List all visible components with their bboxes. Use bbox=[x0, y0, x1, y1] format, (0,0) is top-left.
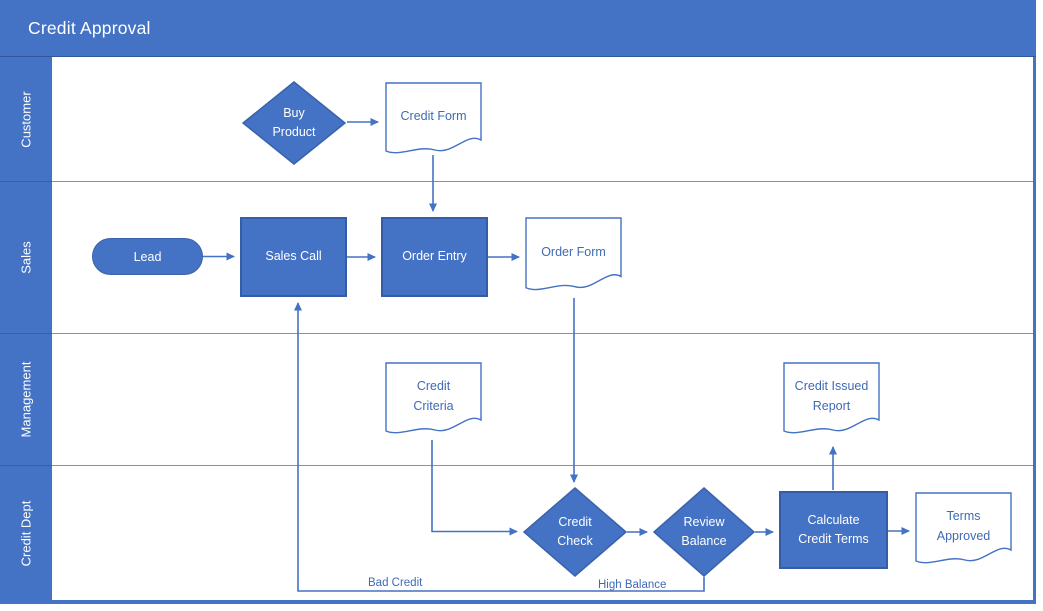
diagram-bottom-border bbox=[0, 600, 1036, 604]
document-shape bbox=[385, 82, 482, 154]
diagram-title: Credit Approval bbox=[28, 18, 151, 38]
node-label: Credit Criteria bbox=[413, 379, 454, 413]
decision-diamond-shape bbox=[242, 81, 346, 165]
node-label: Order Entry bbox=[402, 249, 467, 264]
node-calculate-credit-terms[interactable]: Calculate Credit Terms bbox=[779, 491, 888, 569]
node-label: Credit Form bbox=[400, 109, 467, 123]
node-credit-form[interactable]: Credit Form bbox=[385, 82, 482, 160]
title-divider bbox=[0, 56, 1036, 57]
lane-label-management: Management bbox=[18, 361, 34, 438]
node-buy-product[interactable]: Buy Product bbox=[242, 81, 346, 165]
lane-strip-divider-1 bbox=[0, 181, 52, 182]
node-label: Lead bbox=[133, 249, 162, 264]
node-label: Credit Check bbox=[557, 515, 593, 548]
node-label: Review Balance bbox=[681, 515, 727, 548]
node-order-entry[interactable]: Order Entry bbox=[381, 217, 488, 297]
lane-divider-sales-management bbox=[52, 333, 1033, 334]
node-sales-call[interactable]: Sales Call bbox=[240, 217, 347, 297]
node-credit-criteria[interactable]: Credit Criteria bbox=[385, 362, 482, 440]
node-credit-issued-report[interactable]: Credit Issued Report bbox=[783, 362, 880, 440]
lane-label-sales: Sales bbox=[18, 241, 34, 274]
node-terms-approved[interactable]: Terms Approved bbox=[915, 492, 1012, 570]
lane-strip-divider-3 bbox=[0, 465, 52, 466]
node-label: Sales Call bbox=[265, 249, 322, 264]
document-shape bbox=[525, 217, 622, 291]
node-lead[interactable]: Lead bbox=[92, 238, 203, 275]
diagram-right-border bbox=[1033, 57, 1036, 600]
node-review-balance[interactable]: Review Balance bbox=[653, 487, 755, 577]
lane-label-credit-dept: Credit Dept bbox=[18, 500, 34, 567]
document-shape bbox=[385, 362, 482, 434]
node-label: Calculate Credit Terms bbox=[798, 512, 869, 546]
decision-diamond-shape bbox=[653, 487, 755, 577]
document-shape bbox=[915, 492, 1012, 564]
lane-label-customer: Customer bbox=[18, 91, 34, 148]
decision-diamond-shape bbox=[523, 487, 627, 577]
edge-label-high-balance: High Balance bbox=[598, 579, 667, 591]
node-label: Buy Product bbox=[272, 106, 316, 139]
swimlane-header-strip bbox=[0, 57, 52, 600]
node-label: Terms Approved bbox=[936, 509, 991, 543]
edge-label-bad-credit: Bad Credit bbox=[368, 577, 423, 589]
lane-divider-customer-sales bbox=[52, 181, 1033, 182]
lane-strip-divider-2 bbox=[0, 333, 52, 334]
diagram-title-bar: Credit Approval bbox=[0, 0, 1036, 57]
node-label: Order Form bbox=[541, 245, 606, 259]
document-shape bbox=[783, 362, 880, 434]
node-credit-check[interactable]: Credit Check bbox=[523, 487, 627, 577]
lane-divider-management-creditdept bbox=[52, 465, 1033, 466]
node-order-form[interactable]: Order Form bbox=[525, 217, 622, 297]
node-label: Credit Issued Report bbox=[794, 379, 869, 413]
